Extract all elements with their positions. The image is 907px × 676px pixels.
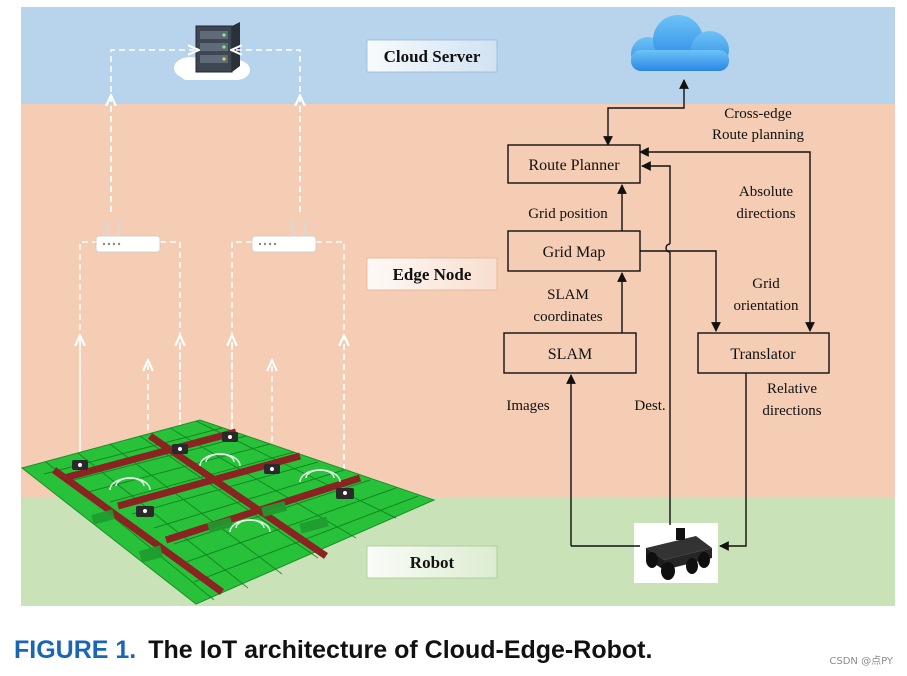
cloud-server-label: Cloud Server <box>366 39 498 73</box>
svg-text:directions: directions <box>762 403 821 419</box>
cloud-icon <box>631 15 729 71</box>
svg-text:Cross-edge: Cross-edge <box>724 106 792 122</box>
edge-node-label: Edge Node <box>366 257 498 291</box>
grid-map-illustration <box>20 419 436 605</box>
svg-text:orientation: orientation <box>734 298 799 314</box>
svg-text:Relative: Relative <box>767 381 817 397</box>
svg-text:Absolute: Absolute <box>739 184 794 200</box>
svg-text:Route planning: Route planning <box>712 127 805 143</box>
robot-label: Robot <box>366 545 498 579</box>
router-icon-left <box>95 219 161 253</box>
svg-text:Grid: Grid <box>752 276 780 292</box>
svg-text:Route Planner: Route Planner <box>528 157 620 174</box>
dashed-network-links <box>80 50 344 500</box>
svg-text:Dest.: Dest. <box>634 398 665 414</box>
svg-text:Grid Map: Grid Map <box>543 244 606 261</box>
svg-text:coordinates: coordinates <box>533 309 602 325</box>
svg-text:Grid position: Grid position <box>528 206 608 222</box>
svg-text:Edge Node: Edge Node <box>393 265 472 284</box>
robot-icon <box>634 523 718 583</box>
figure-caption-text: The IoT architecture of Cloud-Edge-Robot… <box>148 636 653 664</box>
server-icon <box>174 22 250 80</box>
svg-text:Translator: Translator <box>730 346 796 363</box>
translator-box: Translator <box>697 332 830 374</box>
svg-text:SLAM: SLAM <box>548 346 592 363</box>
figure-caption: FIGURE 1. The IoT architecture of Cloud-E… <box>14 636 652 665</box>
figure-number: FIGURE 1. <box>14 636 137 664</box>
svg-text:directions: directions <box>736 206 795 222</box>
watermark: CSDN @点PY <box>829 656 893 667</box>
svg-text:Robot: Robot <box>410 553 455 572</box>
svg-text:SLAM: SLAM <box>547 287 589 303</box>
svg-text:Images: Images <box>506 398 549 414</box>
edge-labels: Cross-edge Route planning Grid position … <box>506 106 821 419</box>
router-icon-right <box>251 219 317 253</box>
flow-arrows <box>571 79 815 551</box>
svg-text:Cloud Server: Cloud Server <box>384 47 481 66</box>
